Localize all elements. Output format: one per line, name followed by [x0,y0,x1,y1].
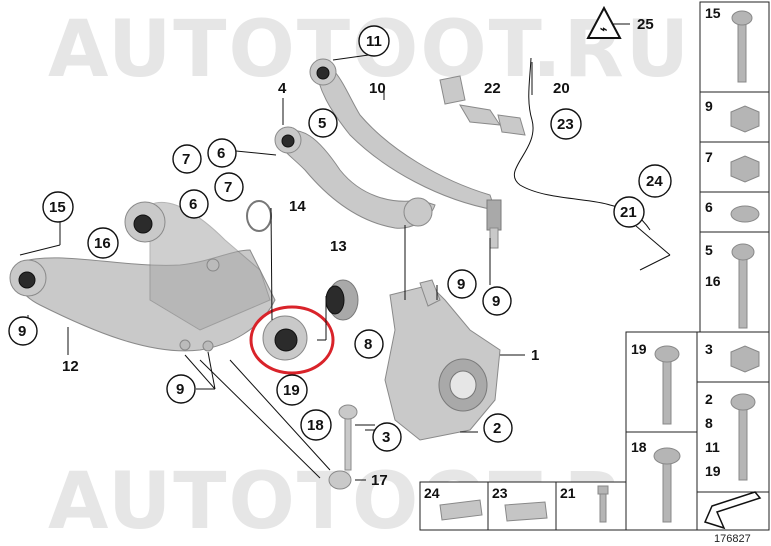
callout-label-8: 8 [364,336,372,353]
trailing-arm-12 [9,201,276,352]
callout-label-19: 19 [283,382,300,399]
highlighted-bushing-19 [249,305,335,375]
side-label-3: 3 [705,341,713,357]
bottom-label-24: 24 [424,485,440,501]
callout-8 [354,329,384,359]
callout-9a [8,316,38,346]
callout-label-9b: 9 [176,381,184,398]
side-label-2: 2 [705,391,713,407]
callout-19 [276,374,308,406]
callout-23 [550,108,582,140]
callout-21 [613,196,645,228]
clip-icon [439,499,483,521]
bolt-icon [737,21,747,83]
callout-label-13: 13 [330,238,347,255]
callout-label-18: 18 [307,417,324,434]
callout-label-22: 22 [484,80,501,97]
callout-label-7b: 7 [224,179,232,196]
side-panel: 15 9 7 6 5 16 19 3 2 8 11 19 18 [625,1,770,531]
bolt-icon [662,359,672,425]
upper-arm-10 [309,58,502,249]
wheel-carrier-1 [384,279,501,441]
callout-6a [207,138,237,168]
nut-icon [730,345,760,373]
callout-label-11: 11 [366,33,382,50]
callout-label-15: 15 [49,199,66,216]
warning-icon: ⌁ [586,5,622,39]
callout-label-25: 25 [637,16,654,33]
callout-label-9a: 9 [18,323,26,340]
callout-label-20: 20 [553,80,570,97]
callout-label-17: 17 [371,472,388,489]
side-label-19: 19 [631,341,647,357]
side-label-7: 7 [705,149,713,165]
callout-label-9c: 9 [457,276,465,293]
callout-16 [87,227,119,259]
upper-arm-4 [274,126,436,229]
callout-label-10: 10 [369,80,386,97]
callouts: 11 10 4 5 6 7 7 6 15 16 14 13 9 12 9 19 … [8,16,672,489]
callout-label-16: 16 [94,235,111,252]
callout-label-6a: 6 [217,145,225,162]
leader-lines [19,23,671,481]
side-label-18: 18 [631,439,647,455]
washer-icon [730,205,760,223]
callout-label-5: 5 [318,115,326,132]
callout-9d [482,286,512,316]
nut-icon [730,155,760,183]
callout-3 [372,422,402,452]
reference-number: 176827 [714,533,751,545]
callout-9b [166,374,196,404]
callout-7a [172,144,202,174]
callout-label-9d: 9 [492,293,500,310]
direction-arrow-icon [703,491,762,530]
highlight-ring [249,305,335,375]
callout-label-24: 24 [646,173,663,190]
callout-15 [42,191,74,223]
callout-9c [447,269,477,299]
side-label-19b: 19 [705,463,721,479]
side-label-16: 16 [705,273,721,289]
callout-label-4: 4 [278,80,287,97]
sensor-brackets-22-23 [439,75,526,136]
bottom-label-21: 21 [560,485,576,501]
callout-label-12: 12 [62,358,79,375]
nut-icon [730,105,760,133]
callout-label-21: 21 [620,204,637,221]
callout-5 [308,108,338,138]
bolt-icon [662,461,672,523]
bottom-label-23: 23 [492,485,508,501]
callout-label-1: 1 [531,347,539,364]
callout-11 [358,25,390,57]
svg-text:⌁: ⌁ [600,22,607,36]
bolt-icon [738,407,748,481]
side-label-15: 15 [705,5,721,21]
callout-24 [638,164,672,198]
side-label-9: 9 [705,98,713,114]
callout-label-6b: 6 [189,196,197,213]
callout-label-3: 3 [382,429,390,446]
callout-6b [179,189,209,219]
callout-label-23: 23 [557,116,574,133]
bolt-icon [738,257,748,329]
callout-label-2: 2 [493,420,501,437]
link-17 [328,404,358,490]
side-label-6: 6 [705,199,713,215]
side-label-11: 11 [705,439,720,455]
callout-label-14: 14 [289,198,306,215]
callout-18 [300,409,332,441]
callout-7b [214,172,244,202]
clip-icon [504,501,548,522]
callout-label-7a: 7 [182,151,190,168]
side-label-5: 5 [705,242,713,258]
bottom-panel: 24 23 21 [419,481,627,531]
bushing-13 [325,279,359,321]
screw-icon [597,485,609,495]
side-label-8: 8 [705,415,713,431]
bottom-cell-21 [555,481,627,531]
circlip-14 [246,200,272,232]
callout-2 [483,413,513,443]
